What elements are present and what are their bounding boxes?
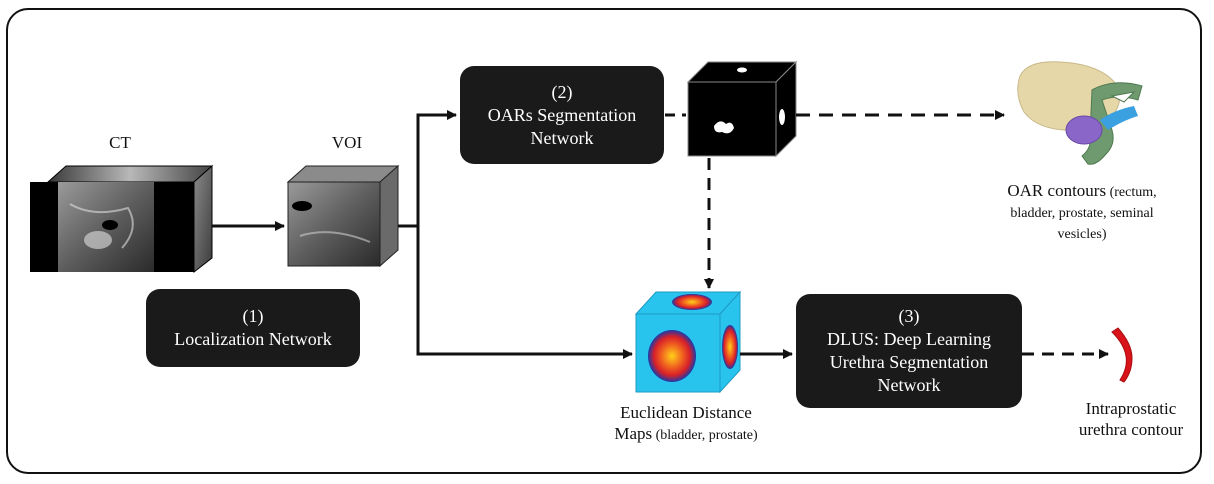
box-title: DLUS: Deep Learning [827,329,991,349]
oar-contours-list-end: vesicles) [1057,227,1107,242]
voi-label: VOI [331,133,363,152]
voi-volume-image [286,164,400,268]
oar-contours-title: OAR contours [1007,181,1107,200]
oar-contours-list-start: (rectum, [1106,185,1157,200]
arrow-voi-to-edm [416,226,633,359]
oar-contours-list: bladder, prostate, seminal [1010,206,1154,221]
urethra-title: Intraprostatic [1085,399,1177,418]
urethra-title-line2: urethra contour [1078,420,1184,439]
box-title-line3: Network [877,375,941,395]
oar-contours-label: OAR contours (rectum, bladder, prostate,… [972,180,1192,245]
arrow-voi-to-oar-seg [398,110,457,228]
step-number: (2) [551,81,573,102]
dlus-network-box: (3) DLUS: Deep Learning Urethra Segmenta… [796,294,1022,408]
edm-organs: (bladder, prostate) [652,428,758,443]
edm-cube-image [634,290,742,394]
step-number: (3) [898,306,920,326]
localization-network-box: (1) Localization Network [146,289,360,367]
urethra-label: Intraprostatic urethra contour [1056,398,1206,440]
box-title-line2: Network [530,127,594,148]
edm-label: Euclidean Distance Maps (bladder, prosta… [586,402,786,446]
oar-mask-cube-image [686,60,798,158]
urethra-contour-image [1111,327,1133,383]
box-title: Localization Network [174,329,332,349]
edm-title: Euclidean Distance [620,403,752,422]
oars-segmentation-network-box: (2) OARs Segmentation Network [460,66,664,164]
box-title-line2: Urethra Segmentation [829,352,989,372]
ct-volume-image [30,164,214,274]
oar-contours-render-image [1017,61,1143,165]
step-number: (1) [242,306,264,326]
edm-title-end: Maps [614,424,653,443]
box-title: OARs Segmentation [487,104,637,125]
ct-label: CT [109,133,131,152]
